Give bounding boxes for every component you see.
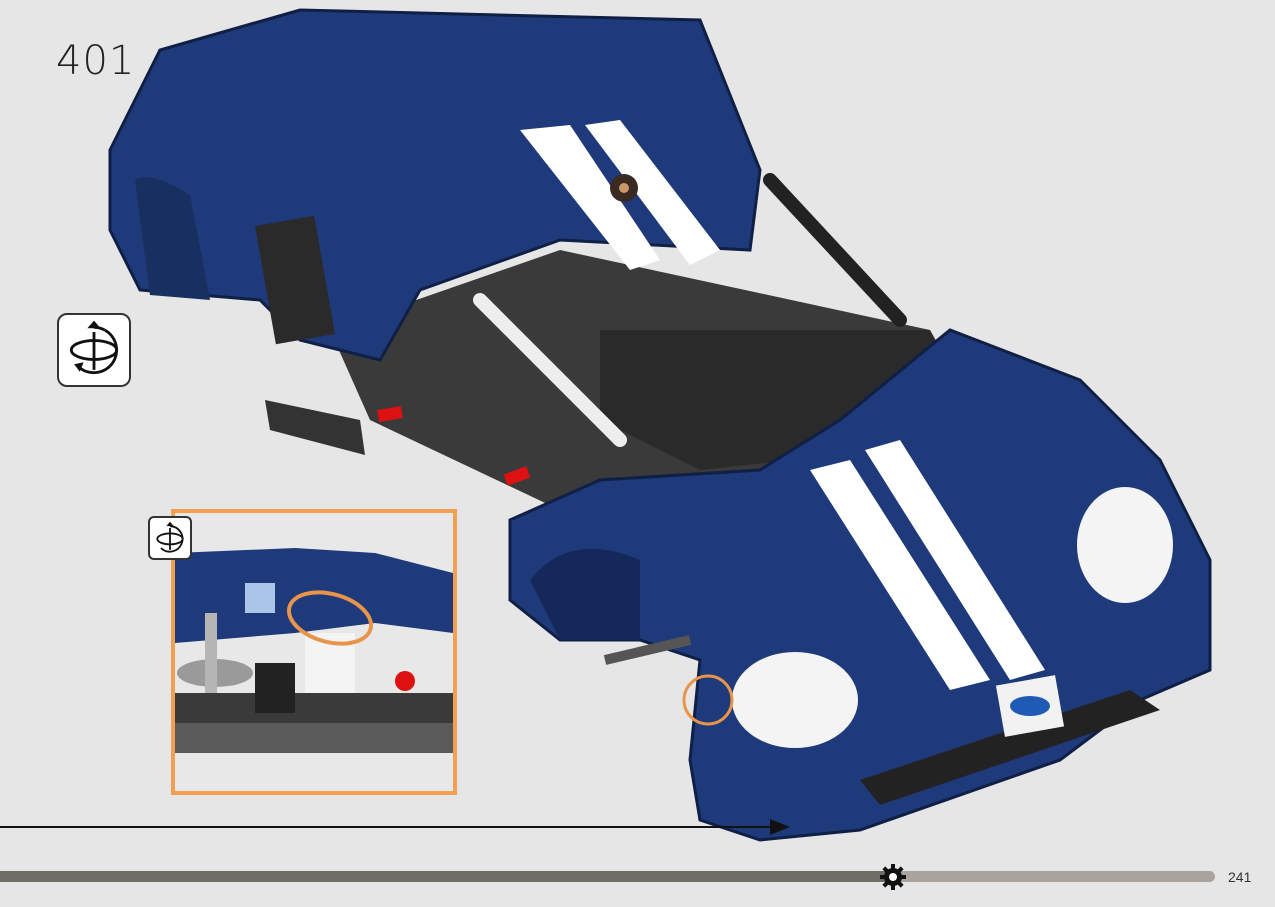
callout-illustration [175,513,453,791]
suspension-arm-front [763,173,907,327]
page-number: 241 [1228,869,1252,885]
callout-light-blue-part [245,583,275,613]
front-stripe-left [810,460,990,690]
callout-gray-beam [175,723,453,753]
arrow-right-icon [770,819,790,835]
rear-wheel-arch [135,177,210,300]
gear-icon [880,864,906,890]
rotate-model-icon [156,521,184,553]
front-stripe-right [865,440,1045,680]
callout-blue-body [175,548,453,643]
callout-red-pin [395,671,415,691]
front-axle [603,635,692,665]
side-panel [255,215,335,345]
progress-fill [0,871,893,882]
rear-stripe-left [520,125,660,270]
callout-axle [205,613,217,693]
step-number: 401 [56,38,136,84]
rotate-model-icon [69,320,119,375]
highlight-ring [682,674,734,726]
callout-highlight-ring [286,590,374,646]
callout-rotate-badge [148,516,192,560]
headlight-left [728,648,862,752]
side-skirt [265,400,365,455]
red-pin [377,406,403,422]
direction-arrow-line [0,826,772,828]
rear-stripe-right [585,120,720,265]
front-grille [860,690,1160,805]
red-pin [503,466,531,486]
suspension-arm-rear [473,293,627,447]
rotate-model-badge [57,313,131,387]
headlight-right [1073,483,1177,607]
ford-badge-oval [1010,696,1050,716]
callout-dark-block [255,663,295,713]
callout-box [171,509,457,795]
progress-bar [0,871,1215,882]
small-gear-hub [619,183,629,193]
front-wheel-arch [530,548,640,640]
